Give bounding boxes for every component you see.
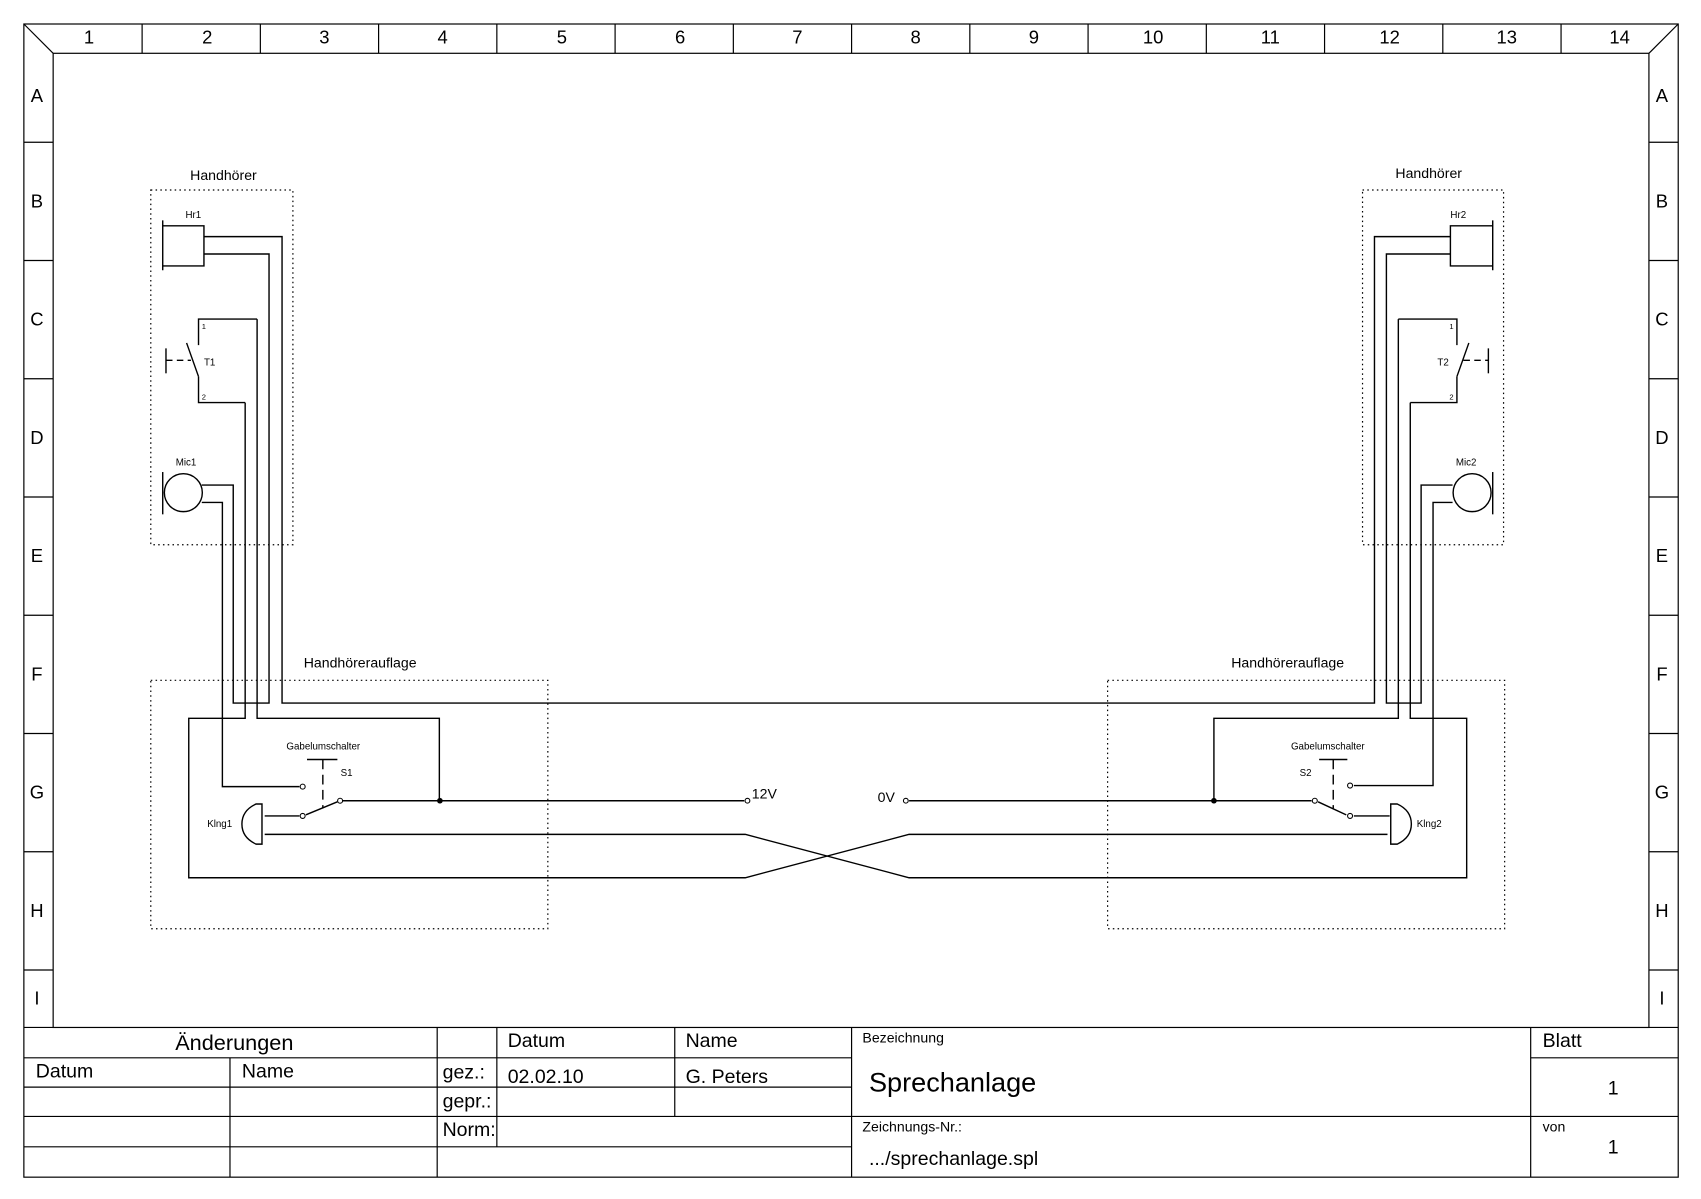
row-marker-right: D (1655, 427, 1668, 448)
changes-header: Änderungen (175, 1030, 293, 1055)
right-cradle-boundary (1107, 679, 1506, 930)
left-switch-caption: Gabelumschalter (286, 742, 360, 753)
column-marker: 1 (84, 27, 94, 48)
receiver-hr2-icon (1449, 220, 1494, 271)
switch-s2-label: S2 (1300, 768, 1312, 779)
right-cradle-label: Handhörerauflage (1231, 654, 1344, 670)
row-marker-left: D (30, 427, 43, 448)
right-handset-boundary (1361, 189, 1505, 546)
row-marker-right: G (1655, 782, 1669, 803)
column-marker: 2 (202, 27, 212, 48)
bell-klng2-label: Klng2 (1417, 819, 1442, 830)
sheet-label: Blatt (1543, 1030, 1583, 1052)
column-marker: 5 (557, 27, 567, 48)
row-marker-right: F (1656, 663, 1667, 684)
column-marker: 6 (675, 27, 685, 48)
drawing-frame (23, 23, 1679, 1178)
drawing-number: .../sprechanlage.spl (869, 1148, 1038, 1170)
drawn-name: G. Peters (686, 1066, 769, 1088)
row-marker-right: A (1656, 85, 1669, 106)
drawing-number-label: Zeichnungs-Nr.: (862, 1119, 961, 1135)
row-marker-left: B (31, 190, 43, 211)
right-handset-label: Handhörer (1395, 165, 1462, 181)
column-marker: 10 (1143, 27, 1164, 48)
receiver-hr1-label: Hr1 (186, 210, 202, 221)
sheet-number: 1 (1608, 1078, 1619, 1100)
row-marker-left: A (31, 85, 44, 106)
sheet-total: 1 (1608, 1136, 1619, 1158)
terminal-12v (744, 797, 751, 804)
junction-dot (437, 797, 443, 804)
left-handset-label: Handhörer (190, 167, 257, 183)
row-marker-left: H (30, 900, 43, 921)
column-marker: 14 (1609, 27, 1630, 48)
column-marker: 7 (792, 27, 802, 48)
title-block (23, 1027, 1679, 1178)
t2-pin2-label: 2 (1449, 392, 1453, 401)
t2-pin1-label: 1 (1449, 322, 1453, 331)
column-marker: 13 (1497, 27, 1518, 48)
bell-klng1-label: Klng1 (207, 819, 232, 830)
microphone-mic1-icon (162, 472, 204, 515)
t1-pin1-label: 1 (202, 322, 206, 331)
row-marker-right: E (1656, 545, 1668, 566)
row-marker-left: E (31, 545, 43, 566)
wiring (188, 235, 1468, 879)
switch-s1-label: S1 (341, 768, 353, 779)
name-header: Name (686, 1030, 738, 1052)
row-marker-left: F (31, 663, 42, 684)
checked-label: gepr.: (443, 1091, 492, 1113)
left-handset-boundary (150, 189, 294, 546)
changes-date-header: Datum (36, 1060, 93, 1082)
t1-pin2-label: 2 (202, 392, 206, 401)
left-handset: Handhörer Hr1 T1 1 2 Mic1 (150, 167, 294, 546)
junction-dot (1211, 797, 1217, 804)
button-t1-label: T1 (204, 358, 215, 369)
row-marker-left: C (30, 309, 43, 330)
norm-label: Norm: (443, 1119, 496, 1141)
column-marker: 3 (319, 27, 329, 48)
row-marker-right: I (1659, 988, 1664, 1009)
column-marker: 11 (1261, 27, 1280, 48)
button-t2-label: T2 (1437, 358, 1448, 369)
row-marker-left: G (30, 782, 44, 803)
button-t1-icon (165, 318, 258, 404)
receiver-hr2-label: Hr2 (1450, 210, 1466, 221)
column-marker: 9 (1029, 27, 1039, 48)
right-switch-caption: Gabelumschalter (1291, 742, 1365, 753)
supply-0v-label: 0V (878, 789, 896, 805)
bell-klng1-icon (241, 803, 263, 845)
hook-switch-s2-icon (1311, 758, 1354, 819)
microphone-mic2-label: Mic2 (1456, 458, 1477, 469)
drawn-label: gez.: (443, 1061, 485, 1083)
left-cradle-label: Handhörerauflage (304, 654, 417, 670)
row-marker-left: I (34, 988, 39, 1009)
receiver-hr1-icon (162, 220, 205, 271)
column-marker: 4 (437, 27, 447, 48)
button-t2-icon (1398, 318, 1490, 404)
hook-switch-s1-icon (299, 758, 344, 819)
row-marker-right: B (1656, 190, 1668, 211)
sheet-of-label: von (1543, 1119, 1566, 1135)
column-marker: 12 (1379, 27, 1400, 48)
microphone-mic1-label: Mic1 (176, 458, 197, 469)
bell-klng2-icon (1390, 803, 1413, 845)
right-handset: Handhörer Hr2 T2 1 2 Mic2 (1361, 165, 1505, 546)
row-marker-right: H (1655, 900, 1668, 921)
designation: Sprechanlage (869, 1066, 1036, 1097)
left-cradle-boundary (150, 679, 549, 930)
microphone-mic2-icon (1452, 472, 1494, 515)
supply-12v-label: 12V (752, 786, 778, 802)
column-marker: 8 (910, 27, 920, 48)
row-marker-right: C (1655, 309, 1668, 330)
changes-name-header: Name (242, 1060, 294, 1082)
drawn-date: 02.02.10 (508, 1066, 584, 1088)
designation-label: Bezeichnung (862, 1030, 944, 1046)
date-header: Datum (508, 1030, 565, 1052)
terminal-0v (902, 797, 909, 804)
